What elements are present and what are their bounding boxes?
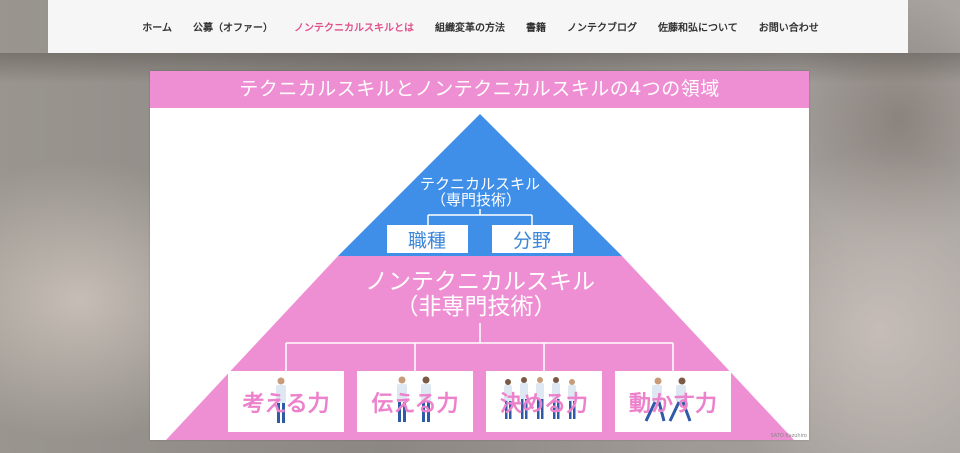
non-technical-skill-label: ノンテクニカルスキル	[365, 269, 595, 295]
people-running-icon	[644, 377, 692, 422]
slide-credit: SATO Kazuhiro	[770, 433, 808, 439]
nav-item-books[interactable]: 書籍	[526, 23, 546, 34]
technical-box-field-label: 分野	[513, 230, 551, 252]
team-meeting-icon	[504, 377, 576, 419]
people-talking-icon	[397, 376, 431, 422]
nav-item-non-technical-skill[interactable]: ノンテクニカルスキルとは	[294, 23, 414, 34]
pyramid-diagram: テクニカルスキル （専門技術） 職種 分野 ノンテクニカルスキル （非専門技術）	[166, 114, 794, 440]
nav-item-offer[interactable]: 公募（オファー）	[193, 23, 273, 34]
non-technical-connector	[285, 323, 674, 371]
box-moving-label: 動かす力	[629, 392, 717, 417]
person-thinking-icon	[276, 377, 286, 423]
nav-item-about[interactable]: 佐藤和弘について	[658, 23, 738, 34]
skills-pyramid-slide: テクニカルスキルとノンテクニカルスキルの4つの領域 テクニカルスキル （専門技術…	[150, 71, 809, 440]
box-thinking: 考える力	[228, 371, 344, 432]
technical-box-occupation	[387, 225, 468, 253]
technical-layer	[338, 114, 622, 256]
nav-item-organization-change[interactable]: 組織変革の方法	[435, 23, 505, 34]
slide-title: テクニカルスキルとノンテクニカルスキルの4つの領域	[150, 71, 809, 108]
nav-item-home[interactable]: ホーム	[142, 23, 172, 34]
technical-box-occupation-label: 職種	[408, 230, 446, 252]
technical-box-field	[492, 225, 573, 253]
box-communicating-label: 伝える力	[371, 392, 458, 417]
box-moving: 動かす力	[615, 371, 731, 432]
box-communicating: 伝える力	[357, 371, 473, 432]
box-deciding-label: 決める力	[500, 392, 588, 417]
technical-skill-sublabel: （専門技術）	[431, 191, 521, 209]
box-thinking-label: 考える力	[242, 392, 329, 417]
nav-item-blog[interactable]: ノンテクブログ	[567, 23, 637, 34]
technical-connector	[427, 209, 533, 225]
box-deciding: 決める力	[486, 371, 602, 432]
nav-item-contact[interactable]: お問い合わせ	[758, 23, 819, 34]
non-technical-skill-sublabel: （非専門技術）	[396, 294, 557, 320]
technical-skill-label: テクニカルスキル	[420, 175, 540, 193]
top-navigation: ホーム 公募（オファー） ノンテクニカルスキルとは 組織変革の方法 書籍 ノンテ…	[48, 0, 908, 53]
